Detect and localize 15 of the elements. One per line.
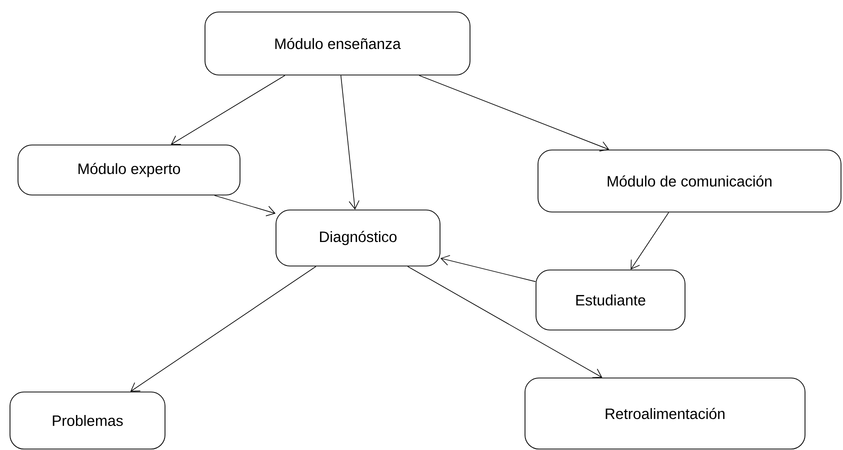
process-box: Problemas: [10, 392, 166, 450]
process-box: Estudiante: [536, 270, 686, 330]
process-box: Módulo experto: [18, 144, 240, 196]
arrow: [340, 75, 360, 210]
process-box: Retroalimentación: [524, 378, 806, 450]
arrow: [630, 212, 670, 270]
arrow: [130, 266, 316, 392]
process-box: Diagnóstico: [276, 210, 440, 266]
arrow: [407, 266, 602, 378]
process-box: Módulo enseñanza: [204, 12, 470, 76]
arrow: [418, 75, 610, 152]
arrow: [214, 195, 276, 216]
arrow: [440, 255, 536, 282]
arrow: [170, 75, 286, 145]
process-box: Módulo de comunicación: [538, 150, 842, 212]
